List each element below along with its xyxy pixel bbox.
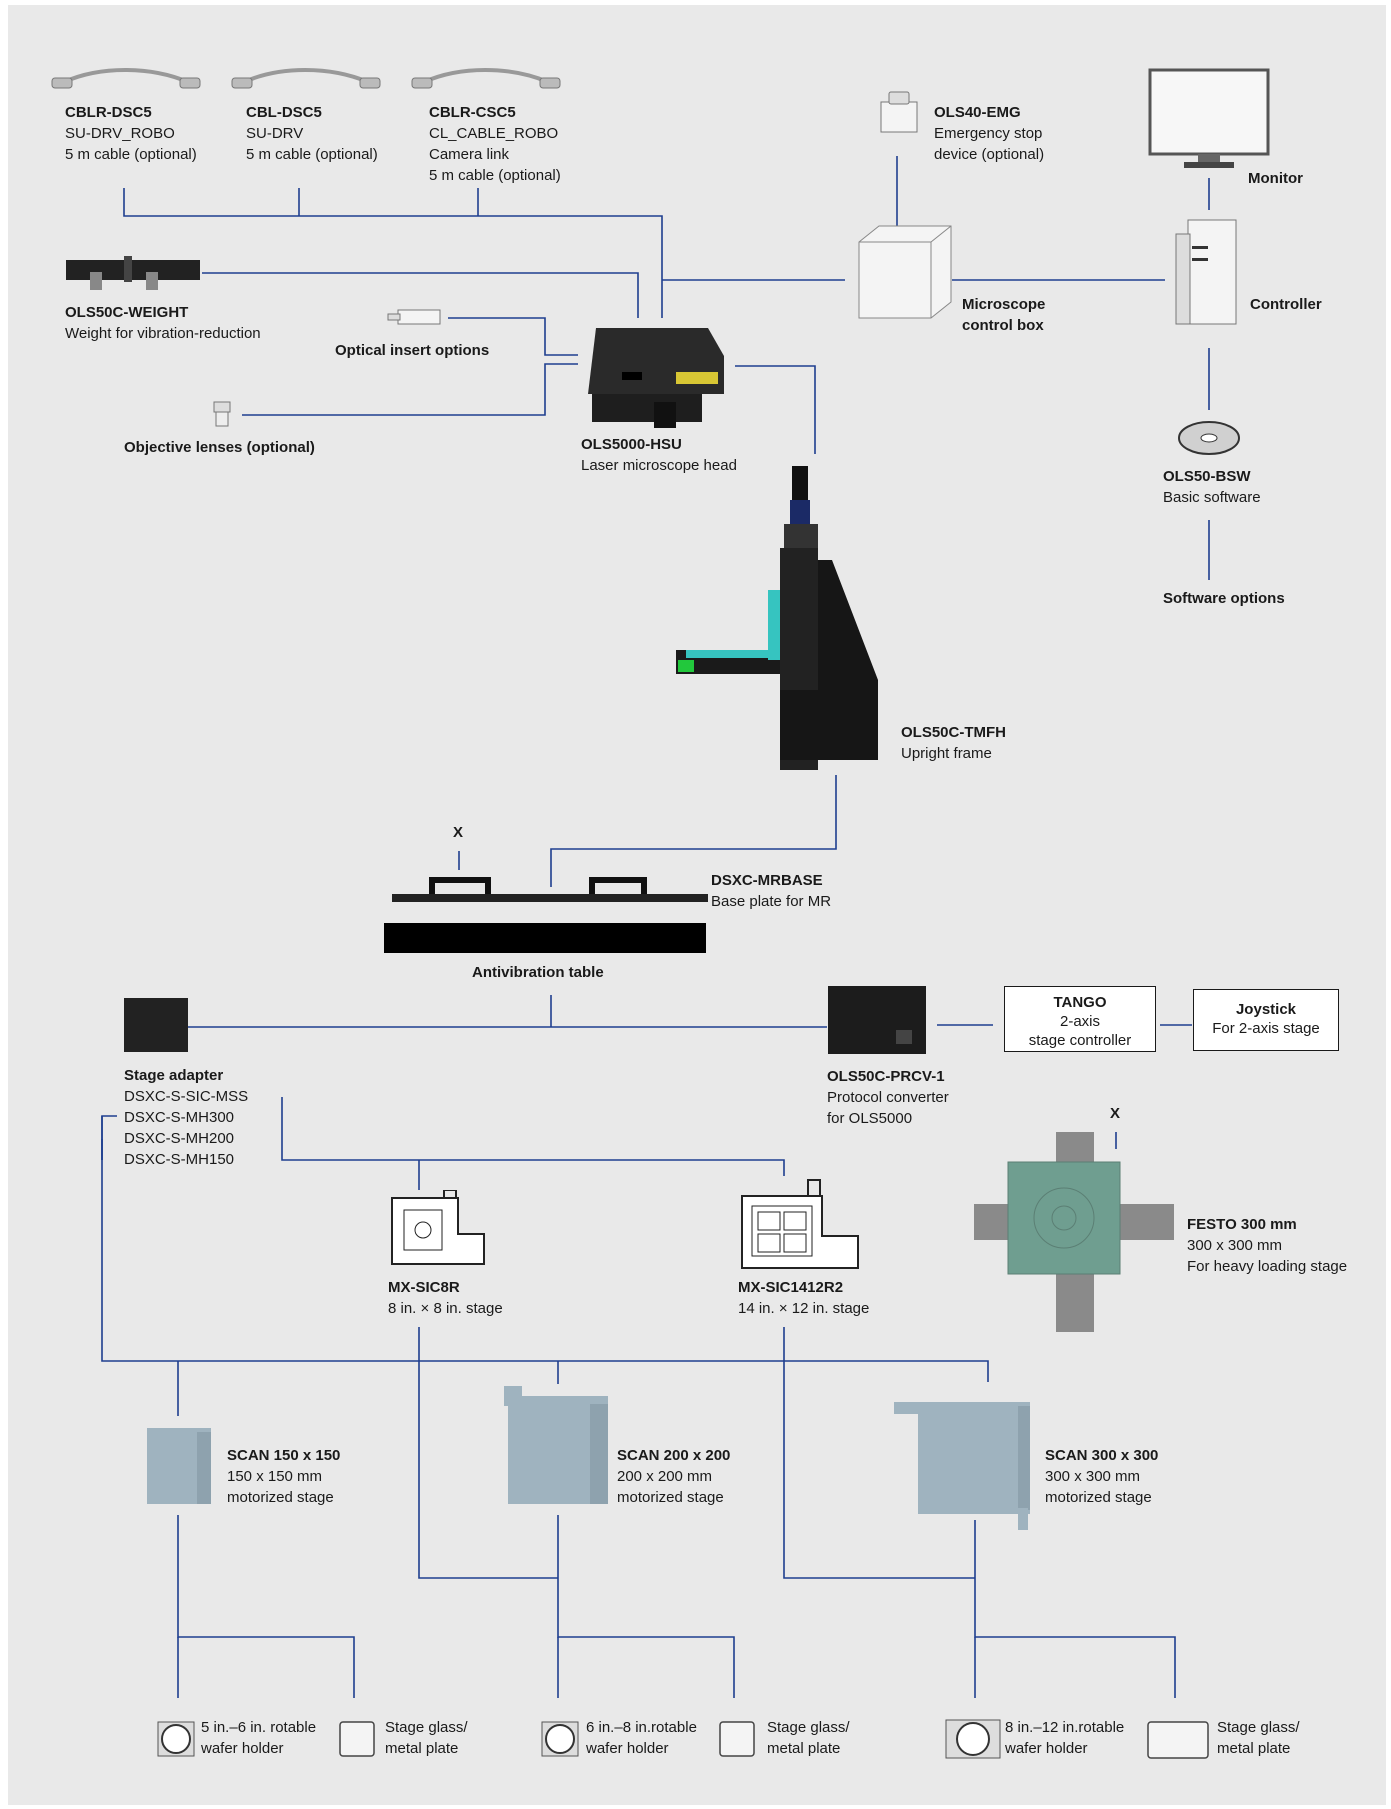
label-ols40-emg: OLS40-EMG Emergency stop device (optiona… — [934, 104, 1045, 163]
label-cbl-dsc5: CBL-DSC5 SU-DRV 5 m cable (optional) — [246, 104, 378, 163]
label-tmfh: OLS50C-TMFH Upright frame — [901, 724, 1006, 762]
label-wafer-68: 6 in.–8 in.rotable wafer holder — [586, 1719, 697, 1757]
glass-plate-icon — [1147, 1721, 1209, 1759]
wafer-holder-icon — [157, 1721, 195, 1757]
label-prcv: OLS50C-PRCV-1 Protocol converter for OLS… — [827, 1068, 949, 1127]
tango-box: TANGO 2-axis stage controller — [1004, 986, 1156, 1052]
label-sic8r: MX-SIC8R 8 in. × 8 in. stage — [388, 1279, 503, 1317]
controller-icon — [1175, 219, 1237, 325]
label-sic1412: MX-SIC1412R2 14 in. × 12 in. stage — [738, 1279, 870, 1317]
label-glass-3: Stage glass/ metal plate — [1217, 1719, 1300, 1757]
label-software-options: Software options — [1163, 590, 1285, 607]
control-box-icon — [858, 225, 952, 319]
label-weight: OLS50C-WEIGHT Weight for vibration-reduc… — [65, 304, 261, 342]
scan150-stage-icon — [147, 1428, 211, 1504]
sic1412-stage-icon — [741, 1179, 859, 1269]
label-cblr-dsc5: CBLR-DSC5 SU-DRV_ROBO 5 m cable (optiona… — [65, 104, 197, 163]
scan200-stage-icon — [504, 1386, 608, 1504]
festo-stage-icon — [974, 1132, 1174, 1332]
label-scan300: SCAN 300 x 300 300 x 300 mm motorized st… — [1045, 1447, 1159, 1506]
glass-plate-icon — [339, 1721, 375, 1757]
joystick-box: Joystick For 2-axis stage — [1193, 989, 1339, 1051]
label-festo: FESTO 300 mm 300 x 300 mm For heavy load… — [1187, 1216, 1348, 1275]
label-bsw: OLS50-BSW Basic software — [1163, 468, 1261, 506]
wafer-holder-icon — [541, 1721, 579, 1757]
base-plate-icon — [392, 877, 708, 902]
objective-lens-icon — [213, 401, 231, 427]
wafer-holder-icon — [945, 1719, 1001, 1759]
label-controller: Controller — [1250, 296, 1322, 313]
label-objective: Objective lenses (optional) — [124, 439, 315, 456]
cable-icon — [231, 68, 381, 89]
weight-icon — [66, 256, 200, 290]
stage-adapter-icon — [124, 998, 188, 1052]
label-optical-insert: Optical insert options — [335, 342, 490, 359]
glass-plate-icon — [719, 1721, 755, 1757]
label-cblr-csc5: CBLR-CSC5 CL_CABLE_ROBO Camera link 5 m … — [429, 104, 561, 184]
scan300-stage-icon — [894, 1402, 1030, 1530]
cable-icon — [411, 68, 561, 89]
upright-frame-icon — [676, 466, 878, 770]
laser-head-icon — [588, 328, 724, 428]
label-scan200: SCAN 200 x 200 200 x 200 mm motorized st… — [617, 1447, 731, 1506]
protocol-converter-icon — [828, 986, 926, 1054]
x-mark: X — [1110, 1105, 1121, 1122]
label-monitor: Monitor — [1248, 170, 1303, 187]
label-mrbase: DSXC-MRBASE Base plate for MR — [711, 872, 832, 910]
label-scan150: SCAN 150 x 150 150 x 150 mm motorized st… — [227, 1447, 341, 1506]
label-antivibration: Antivibration table — [472, 964, 604, 981]
diagram-panel — [8, 5, 1386, 1805]
antivibration-table-shape — [384, 923, 706, 953]
label-stage-adapter: Stage adapter DSXC-S-SIC-MSS DSXC-S-MH30… — [124, 1067, 249, 1168]
x-mark: X — [453, 824, 464, 841]
optical-insert-icon — [387, 309, 441, 325]
label-glass-1: Stage glass/ metal plate — [385, 1719, 468, 1757]
label-wafer-812: 8 in.–12 in.rotable wafer holder — [1005, 1719, 1125, 1757]
monitor-icon — [1148, 68, 1270, 168]
software-disc-icon — [1178, 421, 1240, 455]
emergency-stop-icon — [880, 91, 918, 133]
label-control-box: Microscope control box — [962, 296, 1046, 334]
label-hsu: OLS5000-HSU Laser microscope head — [581, 436, 737, 474]
cable-icon — [51, 68, 201, 89]
label-glass-2: Stage glass/ metal plate — [767, 1719, 850, 1757]
label-wafer-56: 5 in.–6 in. rotable wafer holder — [201, 1719, 317, 1757]
sic8r-stage-icon — [391, 1190, 485, 1265]
